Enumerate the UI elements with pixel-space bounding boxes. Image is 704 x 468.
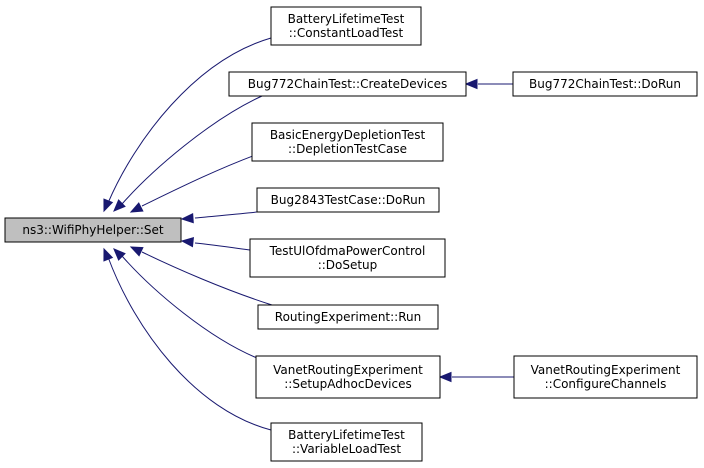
- edge-n8-to-root: [113, 248, 263, 361]
- node-label: ::SetupAdhocDevices: [284, 377, 411, 391]
- arrowhead: [103, 247, 114, 262]
- edge-n6-to-root: [180, 236, 251, 251]
- arrowhead: [129, 202, 144, 213]
- edge-line: [194, 242, 251, 251]
- arrowhead: [180, 236, 194, 248]
- node-label: VanetRoutingExperiment: [531, 363, 681, 377]
- edge-line: [107, 37, 272, 204]
- node-label: Bug772ChainTest::DoRun: [529, 77, 681, 91]
- arrowhead: [103, 198, 114, 213]
- node-label: Bug772ChainTest::CreateDevices: [248, 77, 448, 91]
- node-box: [270, 422, 423, 462]
- node-n3[interactable]: Bug772ChainTest::DoRun: [512, 71, 698, 97]
- node-n8[interactable]: VanetRoutingExperiment::SetupAdhocDevice…: [255, 355, 441, 399]
- node-label: ::DoSetup: [318, 258, 378, 272]
- node-n10[interactable]: BatteryLifetimeTest::VariableLoadTest: [270, 422, 423, 462]
- node-label: Bug2843TestCase::DoRun: [271, 193, 426, 207]
- arrowhead: [180, 212, 194, 224]
- node-n1[interactable]: BatteryLifetimeTest::ConstantLoadTest: [270, 6, 422, 46]
- edge-line: [121, 95, 263, 205]
- edge-n3-to-n2: [464, 78, 513, 90]
- node-label: ns3::WifiPhyHelper::Set: [22, 223, 164, 237]
- arrowhead: [113, 248, 126, 261]
- edge-n4-to-root: [129, 153, 259, 213]
- node-label: BatteryLifetimeTest: [288, 12, 405, 26]
- node-box: [251, 122, 444, 162]
- node-n5[interactable]: Bug2843TestCase::DoRun: [256, 187, 440, 213]
- node-box: [270, 6, 422, 46]
- node-label: RoutingExperiment::Run: [275, 310, 421, 324]
- nodes-layer: ns3::WifiPhyHelper::SetBatteryLifetimeTe…: [4, 6, 698, 462]
- node-box: [257, 304, 439, 330]
- edge-line: [121, 255, 263, 361]
- node-n7[interactable]: RoutingExperiment::Run: [257, 304, 439, 330]
- node-label: ::VariableLoadTest: [292, 442, 401, 456]
- node-label: ::ConstantLoadTest: [289, 26, 404, 40]
- arrowhead: [464, 78, 478, 90]
- node-box: [256, 187, 440, 213]
- arrowhead: [438, 371, 452, 383]
- node-label: BasicEnergyDepletionTest: [270, 128, 426, 142]
- edges-layer: [103, 37, 514, 431]
- node-box: [255, 355, 441, 399]
- edge-line: [194, 211, 258, 219]
- node-box: [512, 71, 698, 97]
- node-label: TestUlOfdmaPowerControl: [269, 244, 426, 258]
- edge-n5-to-root: [180, 211, 258, 224]
- edge-n1-to-root: [103, 37, 272, 213]
- node-label: BatteryLifetimeTest: [288, 428, 405, 442]
- node-n4[interactable]: BasicEnergyDepletionTest::DepletionTestC…: [251, 122, 444, 162]
- edge-line: [107, 256, 272, 431]
- node-box: [513, 355, 698, 399]
- node-label: VanetRoutingExperiment: [273, 363, 423, 377]
- node-n6[interactable]: TestUlOfdmaPowerControl::DoSetup: [249, 238, 446, 278]
- arrowhead: [113, 199, 126, 212]
- edge-line: [141, 153, 259, 207]
- node-n9[interactable]: VanetRoutingExperiment::ConfigureChannel…: [513, 355, 698, 399]
- edge-line: [141, 251, 273, 306]
- edge-n10-to-root: [103, 247, 272, 431]
- node-label: ::ConfigureChannels: [545, 377, 667, 391]
- node-box: [228, 71, 467, 97]
- node-box: [249, 238, 446, 278]
- edge-n9-to-n8: [438, 371, 514, 383]
- root-node[interactable]: ns3::WifiPhyHelper::Set: [4, 217, 182, 243]
- edge-n7-to-root: [129, 246, 273, 306]
- node-label: ::DepletionTestCase: [288, 142, 407, 156]
- arrowhead: [129, 246, 144, 257]
- node-box: [4, 217, 182, 243]
- edge-n2-to-root: [113, 95, 263, 212]
- node-n2[interactable]: Bug772ChainTest::CreateDevices: [228, 71, 467, 97]
